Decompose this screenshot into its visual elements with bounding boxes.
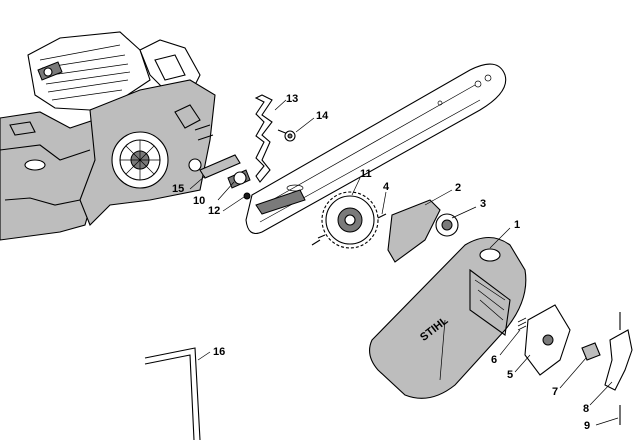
part-10-collar-nut bbox=[227, 169, 251, 189]
part-13-chain-catcher bbox=[254, 94, 273, 183]
chainsaw-housing bbox=[0, 31, 216, 241]
callout-10: 10 bbox=[193, 195, 205, 207]
leader-lines bbox=[189, 99, 619, 426]
part-3-bar-nut bbox=[435, 213, 459, 237]
callout-12: 12 bbox=[208, 205, 220, 217]
callout-14: 14 bbox=[316, 110, 329, 122]
callout-15: 15 bbox=[172, 183, 184, 195]
callout-1: 1 bbox=[514, 219, 520, 231]
part-7-adjuster bbox=[581, 342, 601, 361]
callout-9: 9 bbox=[584, 420, 590, 432]
callout-13: 13 bbox=[286, 93, 298, 105]
callout-labels: 1 2 3 4 5 6 7 8 9 10 11 12 13 14 15 16 bbox=[172, 93, 590, 432]
part-6-spring bbox=[517, 317, 527, 331]
callout-5: 5 bbox=[507, 369, 513, 381]
callout-7: 7 bbox=[552, 386, 558, 398]
callout-6: 6 bbox=[491, 354, 497, 366]
part-1-sprocket-cover: STIHL bbox=[369, 236, 527, 399]
part-12-nut bbox=[243, 192, 251, 200]
part-4-pin bbox=[377, 213, 387, 219]
callout-8: 8 bbox=[583, 403, 589, 415]
callout-4: 4 bbox=[383, 181, 390, 193]
callout-11: 11 bbox=[360, 168, 372, 180]
guide-bar bbox=[245, 63, 507, 235]
callout-16: 16 bbox=[213, 346, 225, 358]
part-15-spacer bbox=[199, 154, 241, 179]
part-16-hex-key bbox=[144, 347, 201, 441]
part-14-screw bbox=[277, 129, 296, 142]
part-8-catcher bbox=[604, 329, 633, 391]
callout-2: 2 bbox=[455, 182, 461, 194]
callout-3: 3 bbox=[480, 198, 486, 210]
part-2-side-plate bbox=[387, 199, 441, 263]
part-11-sprocket bbox=[311, 191, 379, 249]
